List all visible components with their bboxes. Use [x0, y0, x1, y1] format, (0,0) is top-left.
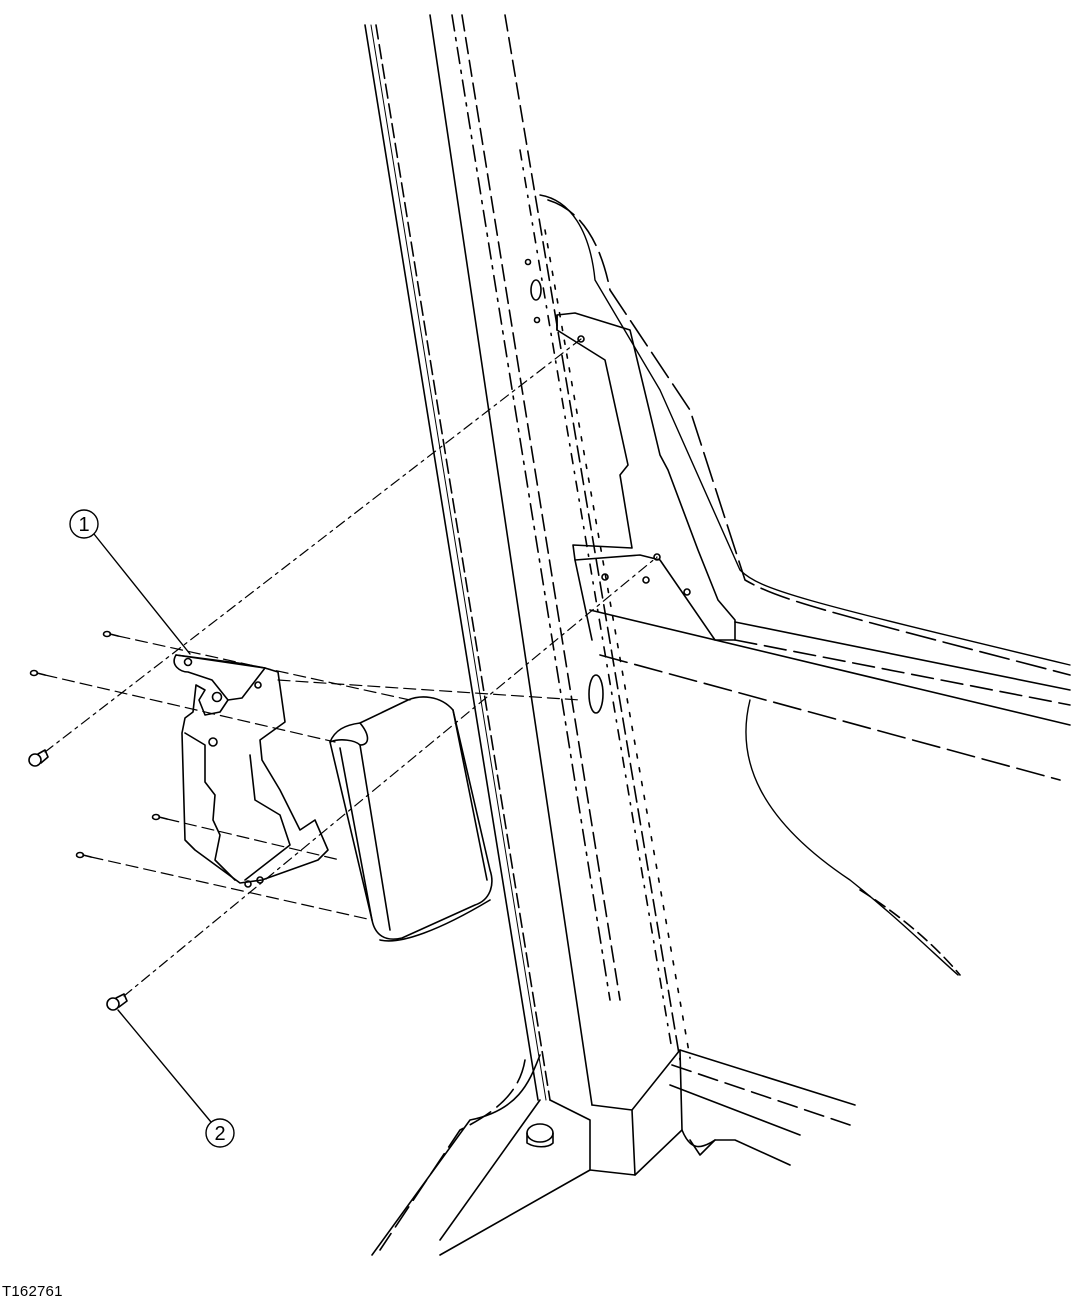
fasteners [28, 630, 168, 1011]
callout-2: 2 [117, 1009, 235, 1148]
bracket-hole [183, 657, 193, 667]
bolt-icon [106, 993, 128, 1011]
plate-hole [577, 335, 585, 343]
assembly-lines [44, 338, 658, 997]
mounting-plate [556, 312, 736, 641]
plate-hole [653, 553, 661, 561]
bolt-icon [28, 749, 49, 767]
post-slot [588, 674, 604, 714]
screw-icon [151, 813, 168, 821]
screw-icon [75, 851, 92, 859]
lower-frame [371, 1049, 856, 1256]
frame-stud [526, 1123, 554, 1143]
screw-icon [102, 630, 119, 638]
cab-post [364, 14, 691, 1106]
figure-id-label: T162761 [2, 1283, 63, 1300]
bracket-part [173, 654, 329, 888]
callout-number: 1 [78, 514, 89, 536]
callout-number: 2 [214, 1123, 225, 1145]
rear-panel [539, 194, 1071, 976]
post-hole [530, 279, 542, 301]
lamp-housing [329, 696, 493, 942]
screw-icon [29, 669, 46, 677]
callout-1: 1 [69, 509, 191, 655]
